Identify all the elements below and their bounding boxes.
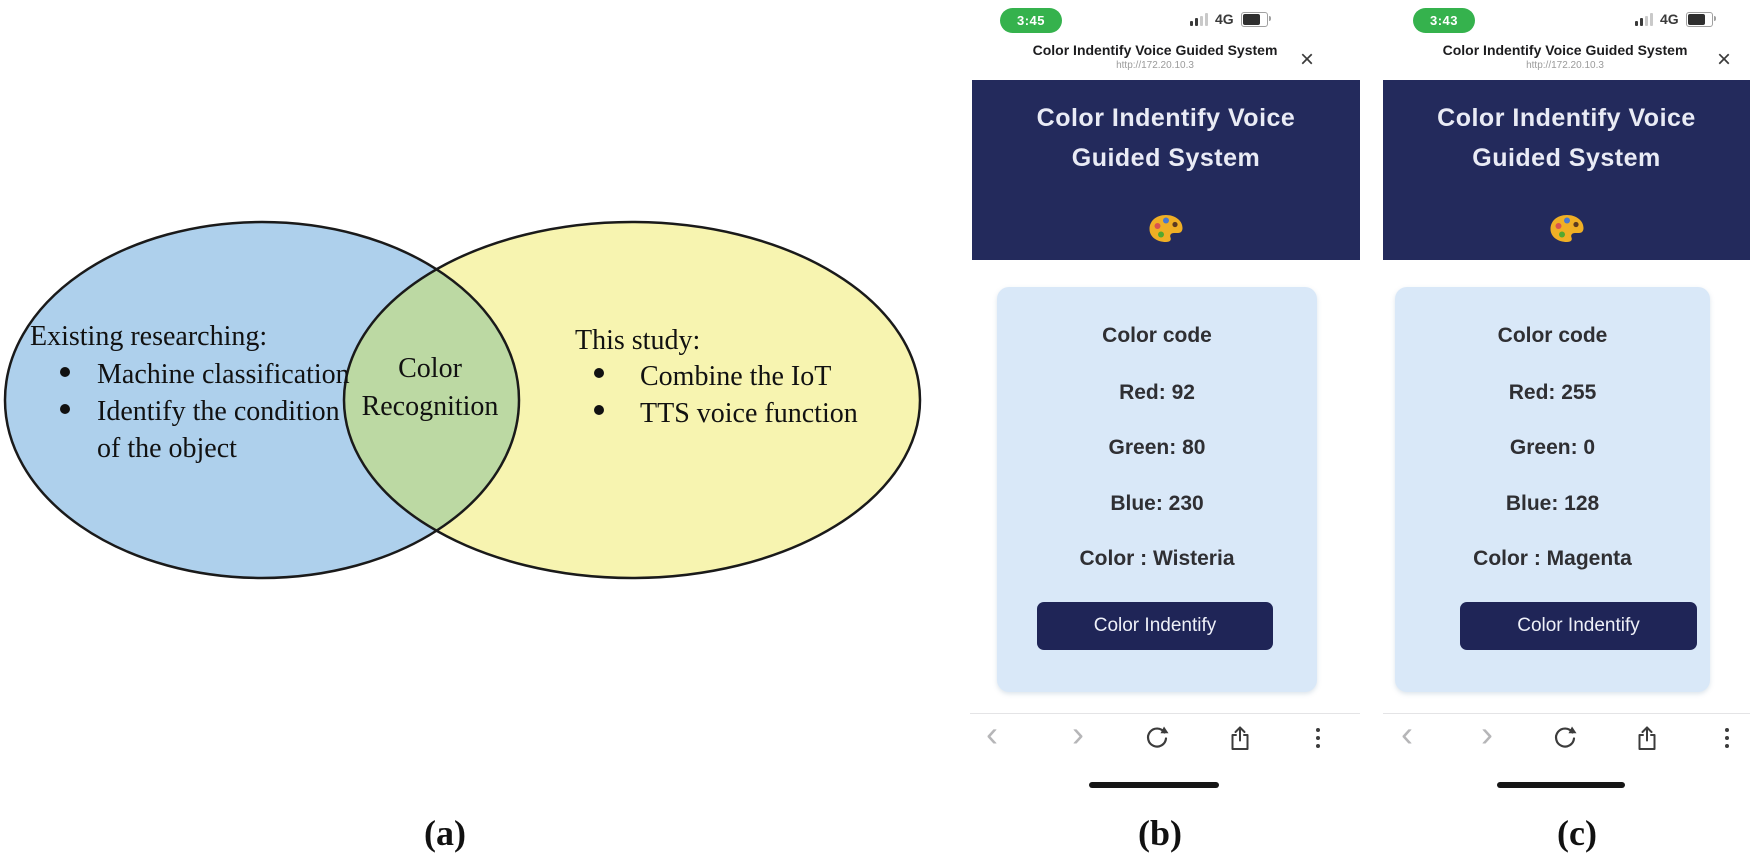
app-header-banner: Color Indentify Voice Guided System — [1383, 80, 1750, 260]
green-value: Green: 0 — [1509, 436, 1596, 459]
color-identify-button[interactable]: Color Indentify — [1037, 602, 1273, 650]
blue-value: Blue: 230 — [1110, 492, 1204, 515]
battery-icon — [1685, 11, 1716, 27]
app-title-line2: Guided System — [1071, 144, 1261, 172]
reload-icon[interactable] — [1547, 721, 1583, 755]
back-icon[interactable]: ‹ — [974, 713, 1010, 755]
color-result-card: Color code Red: 255 Green: 0 Blue: 128 C… — [1395, 287, 1710, 692]
phone-screenshot-c: 3:43 4G Color Indentify Voice Guided Sys… — [1383, 0, 1750, 862]
color-name-value: Color : Magenta — [1473, 547, 1632, 570]
app-header-banner: Color Indentify Voice Guided System — [972, 80, 1360, 260]
green-value: Green: 80 — [1108, 436, 1206, 459]
color-result-card: Color code Red: 92 Green: 80 Blue: 230 C… — [997, 287, 1317, 692]
toolbar-divider — [1383, 713, 1750, 714]
venn-diagram: Existing researching: Machine classifica… — [3, 220, 922, 580]
back-icon[interactable]: ‹ — [1389, 713, 1425, 755]
home-indicator[interactable] — [1089, 782, 1219, 788]
venn-right-heading: This study: — [575, 325, 700, 356]
forward-icon[interactable]: › — [1060, 713, 1096, 755]
network-type-label: 4G — [1215, 11, 1234, 27]
color-identify-button[interactable]: Color Indentify — [1460, 602, 1697, 650]
venn-overlap-label-line2: Recognition — [362, 391, 499, 422]
bullet-icon — [60, 404, 70, 414]
share-icon[interactable] — [1629, 721, 1665, 755]
app-title-line2: Guided System — [1472, 144, 1661, 172]
status-time-pill: 3:43 — [1413, 8, 1475, 33]
home-indicator[interactable] — [1497, 782, 1625, 788]
browser-page-url: http://172.20.10.3 — [1116, 60, 1194, 71]
network-type-label: 4G — [1660, 11, 1679, 27]
red-value: Red: 92 — [1119, 381, 1195, 404]
browser-page-title: Color Indentify Voice Guided System — [1032, 42, 1278, 58]
venn-right-item: Combine the IoT — [640, 361, 831, 392]
app-title-line1: Color Indentify Voice — [1036, 104, 1296, 132]
card-heading: Color code — [1102, 324, 1212, 347]
venn-right-item: TTS voice function — [640, 398, 858, 429]
close-icon[interactable]: × — [1717, 46, 1732, 73]
back-chevron: ‹ — [1401, 713, 1413, 754]
venn-left-item: Machine classification — [97, 359, 350, 390]
bullet-icon — [60, 367, 70, 377]
browser-page-url: http://172.20.10.3 — [1526, 60, 1604, 71]
forward-chevron: › — [1481, 713, 1493, 754]
blue-value: Blue: 128 — [1505, 492, 1600, 515]
back-chevron: ‹ — [986, 713, 998, 754]
forward-icon[interactable]: › — [1469, 713, 1505, 755]
signal-strength-icon — [1635, 12, 1653, 26]
more-menu-icon[interactable] — [1709, 721, 1745, 755]
share-icon[interactable] — [1222, 721, 1258, 755]
signal-strength-icon — [1190, 12, 1208, 26]
status-bar-right: 4G — [1190, 11, 1271, 27]
venn-overlap-label-line1: Color — [398, 353, 462, 384]
panel-label-b: (b) — [1138, 813, 1182, 853]
card-heading: Color code — [1497, 324, 1608, 347]
venn-left-item-continued: of the object — [97, 433, 237, 464]
venn-right-outline — [342, 220, 922, 580]
close-icon[interactable]: × — [1300, 46, 1315, 73]
panel-label-a: (a) — [424, 813, 466, 853]
venn-right-ellipse — [344, 222, 920, 578]
battery-icon — [1240, 11, 1271, 27]
phone-screenshot-b: 3:45 4G Color Indentify Voice Guided Sys… — [962, 0, 1360, 862]
toolbar-divider — [970, 713, 1360, 714]
status-time-pill: 3:45 — [1000, 8, 1062, 33]
reload-icon[interactable] — [1139, 721, 1175, 755]
bullet-icon — [594, 368, 604, 378]
palette-icon — [1149, 215, 1183, 242]
browser-page-title: Color Indentify Voice Guided System — [1442, 42, 1688, 58]
bullet-icon — [594, 405, 604, 415]
venn-left-outline — [3, 220, 521, 580]
status-bar-right: 4G — [1635, 11, 1716, 27]
venn-left-heading: Existing researching: — [30, 321, 267, 352]
palette-icon — [1550, 215, 1583, 242]
color-name-value: Color : Wisteria — [1079, 547, 1235, 570]
app-title-line1: Color Indentify Voice — [1437, 104, 1696, 132]
more-menu-icon[interactable] — [1300, 721, 1336, 755]
venn-left-item: Identify the condition — [97, 396, 340, 427]
panel-label-c: (c) — [1557, 813, 1597, 853]
forward-chevron: › — [1072, 713, 1084, 754]
red-value: Red: 255 — [1508, 381, 1597, 404]
